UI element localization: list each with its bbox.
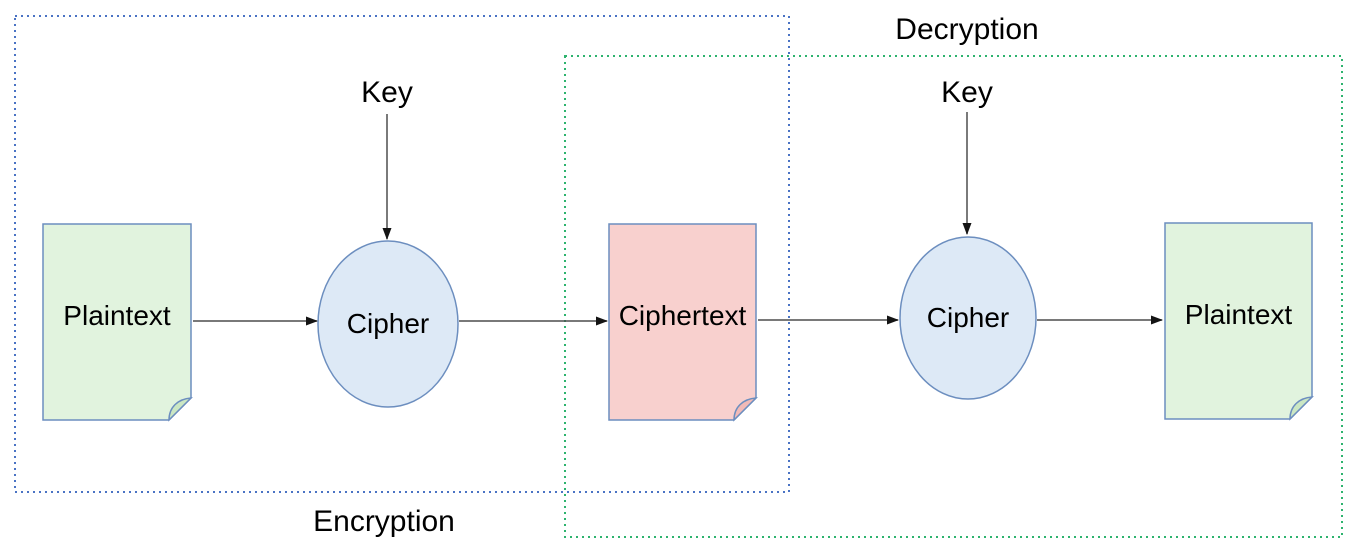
decryption-boundary — [564, 55, 1343, 538]
connector-arrows — [193, 112, 1163, 326]
ciphertext-page — [608, 223, 757, 421]
plaintext-source-fold-corner — [168, 397, 193, 422]
ciphertext-fold-corner — [733, 397, 758, 422]
plaintext-output-page — [1164, 222, 1313, 420]
plaintext-output-fold-corner — [1289, 396, 1314, 421]
plaintext-output-document — [1164, 222, 1314, 421]
ciphertext-document — [608, 223, 758, 422]
cipher-decryption-shape — [899, 236, 1037, 400]
cipher-encryption-ellipse — [317, 240, 459, 408]
cipher-decryption-ellipse — [899, 236, 1037, 400]
encryption-boundary — [14, 15, 790, 493]
plaintext-source-document — [42, 223, 193, 422]
cipher-encryption-shape — [317, 240, 459, 408]
plaintext-source-page — [42, 223, 192, 421]
